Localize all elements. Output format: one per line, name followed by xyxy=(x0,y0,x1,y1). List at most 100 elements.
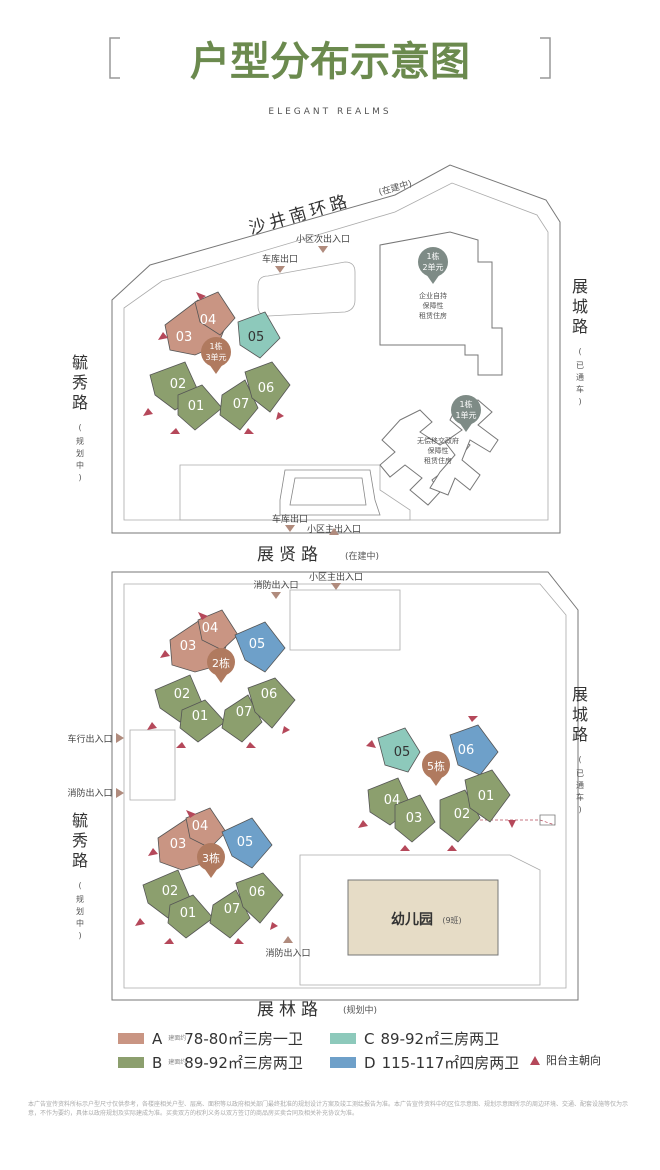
legend-item-balcony: 阳台主朝向 xyxy=(530,1052,601,1068)
svg-text:03: 03 xyxy=(406,811,423,826)
unit-b-01-b2 xyxy=(179,699,226,743)
svg-text:03: 03 xyxy=(170,837,187,852)
svg-text:路: 路 xyxy=(572,725,588,744)
svg-text:通: 通 xyxy=(576,780,584,790)
legend-item-d: D 115-117㎡ 四房两卫 xyxy=(330,1052,519,1073)
svg-text:01: 01 xyxy=(478,789,495,804)
building-1-unit-1-caption-3: 租赁住房 xyxy=(424,456,452,465)
road-west-top-char-2: 秀 xyxy=(72,373,88,392)
entrance-south-fire-top-arrow xyxy=(271,592,281,599)
road-north: 沙井南环路 (在建中) xyxy=(247,177,413,239)
unit-c-05-b5 xyxy=(377,727,421,773)
header: 户型分布示意图 ELEGANT REALMS xyxy=(109,37,551,117)
legend-small-a: 建面约 xyxy=(168,1035,187,1042)
road-east-bottom: 展 城 路 ( 已 通 车 ) xyxy=(572,685,588,814)
svg-text:车: 车 xyxy=(576,384,584,394)
kindergarten-name: 幼儿园 xyxy=(391,911,433,928)
kindergarten-building xyxy=(347,879,499,956)
svg-text:02: 02 xyxy=(174,687,191,702)
south-parcel-inner-boundary xyxy=(123,583,567,989)
entrance-garage-bottom-arrow xyxy=(285,525,295,532)
svg-text:04: 04 xyxy=(384,793,401,808)
unit-b-06-north xyxy=(244,361,291,413)
entrance-south-fire-top: 消防出入口 xyxy=(253,579,298,591)
svg-text:划: 划 xyxy=(76,448,84,458)
legend-range-d: 115-117㎡ xyxy=(381,1054,460,1072)
svg-text:(: ( xyxy=(578,347,581,356)
unit-a-04-b3 xyxy=(185,807,227,849)
building-1-unit-1-bubble: 1栋 1单元 xyxy=(451,395,481,432)
unit-b-01-north xyxy=(177,384,223,431)
svg-text:06: 06 xyxy=(258,381,275,396)
road-south-note: (规划中) xyxy=(343,1004,377,1016)
legend-room-c: 三房两卫 xyxy=(439,1030,500,1048)
svg-text:路: 路 xyxy=(72,851,88,870)
svg-text:1栋: 1栋 xyxy=(459,399,472,409)
south-parcel-boundary xyxy=(111,571,579,1001)
svg-text:展: 展 xyxy=(572,277,588,296)
building-1-unit-2-bubble: 1栋 2单元 xyxy=(418,247,448,284)
svg-text:07: 07 xyxy=(233,397,250,412)
svg-text:中: 中 xyxy=(76,460,84,470)
unit-b-07-b2 xyxy=(221,694,263,743)
legend-range-b: 89-92㎡ xyxy=(184,1054,243,1072)
unit-d-05-b2 xyxy=(234,621,286,673)
north-garage-ramp xyxy=(279,469,381,516)
svg-text:02: 02 xyxy=(170,377,187,392)
svg-text:07: 07 xyxy=(224,902,241,917)
legend-small-b: 建面约 xyxy=(168,1059,187,1066)
road-east-top: 展 城 路 ( 已 通 车 ) xyxy=(572,277,588,406)
unit-b-03-b5 xyxy=(394,794,436,843)
svg-text:路: 路 xyxy=(572,317,588,336)
building-2-cluster: 03 04 05 02 01 07 06 2栋 xyxy=(147,609,296,748)
building-1-unit-1-east xyxy=(429,399,499,496)
legend-code-b: B xyxy=(152,1053,163,1072)
svg-text:3单元: 3单元 xyxy=(205,352,226,362)
road-south: 展林路 (规划中) xyxy=(257,1000,377,1020)
unit-a-04-north xyxy=(194,291,236,336)
south-west-lot xyxy=(129,729,176,801)
building-1-unit-2-caption-2: 保障性 xyxy=(423,301,444,310)
legend-code-d: D xyxy=(364,1053,376,1072)
legend-item-a: A 建面约 78-80㎡ 三房一卫 xyxy=(118,1028,303,1049)
entrance-north-main-arrow xyxy=(329,528,339,535)
title-bracket-right xyxy=(540,37,551,79)
svg-text:展: 展 xyxy=(572,685,588,704)
legend-room-b: 三房两卫 xyxy=(242,1054,303,1072)
svg-text:02: 02 xyxy=(162,884,179,899)
south-courtyard-top xyxy=(289,589,401,651)
road-north-name: 沙井南环路 xyxy=(247,191,353,239)
svg-text:01: 01 xyxy=(192,709,209,724)
svg-text:01: 01 xyxy=(188,399,205,414)
road-west-top-char-3: 路 xyxy=(72,393,88,412)
legend-swatch-b xyxy=(118,1057,144,1068)
entrance-south-vehicle-arrow xyxy=(116,733,124,743)
legend-balcony-label: 阳台主朝向 xyxy=(546,1054,601,1067)
building-2-label: 2栋 xyxy=(212,656,230,670)
north-parcel-boundary xyxy=(111,164,561,534)
svg-text:城: 城 xyxy=(572,297,588,316)
svg-text:07: 07 xyxy=(236,705,253,720)
entrance-garage-bottom: 车库出口 xyxy=(272,513,308,525)
balcony-marker-icon xyxy=(530,1055,540,1065)
svg-text:06: 06 xyxy=(458,743,475,758)
title-bracket-left xyxy=(109,37,120,79)
page-title: 户型分布示意图 xyxy=(190,39,470,85)
legend-range-c: 89-92㎡ xyxy=(380,1030,440,1048)
svg-text:(: ( xyxy=(78,881,81,890)
svg-text:01: 01 xyxy=(180,906,197,921)
entrance-north-secondary: 小区次出入口 xyxy=(296,233,350,245)
road-west-top-note: ( xyxy=(78,423,81,432)
entrance-south-fire-west-arrow xyxy=(116,788,124,798)
svg-text:(: ( xyxy=(578,755,581,764)
south-east-gate xyxy=(539,814,556,826)
unit-c-05-north xyxy=(237,311,281,359)
svg-text:): ) xyxy=(578,805,581,814)
svg-text:03: 03 xyxy=(176,330,193,345)
north-parcel: 沙井南环路 (在建中) 小区次出入口 车库出口 企业自持 保障性 租赁住房 无偿… xyxy=(111,164,561,535)
svg-text:已: 已 xyxy=(576,769,584,778)
building-3-label: 3栋 xyxy=(202,851,220,865)
unit-b-01-b3 xyxy=(167,894,214,939)
svg-text:中: 中 xyxy=(76,918,84,928)
svg-text:2单元: 2单元 xyxy=(422,262,443,272)
